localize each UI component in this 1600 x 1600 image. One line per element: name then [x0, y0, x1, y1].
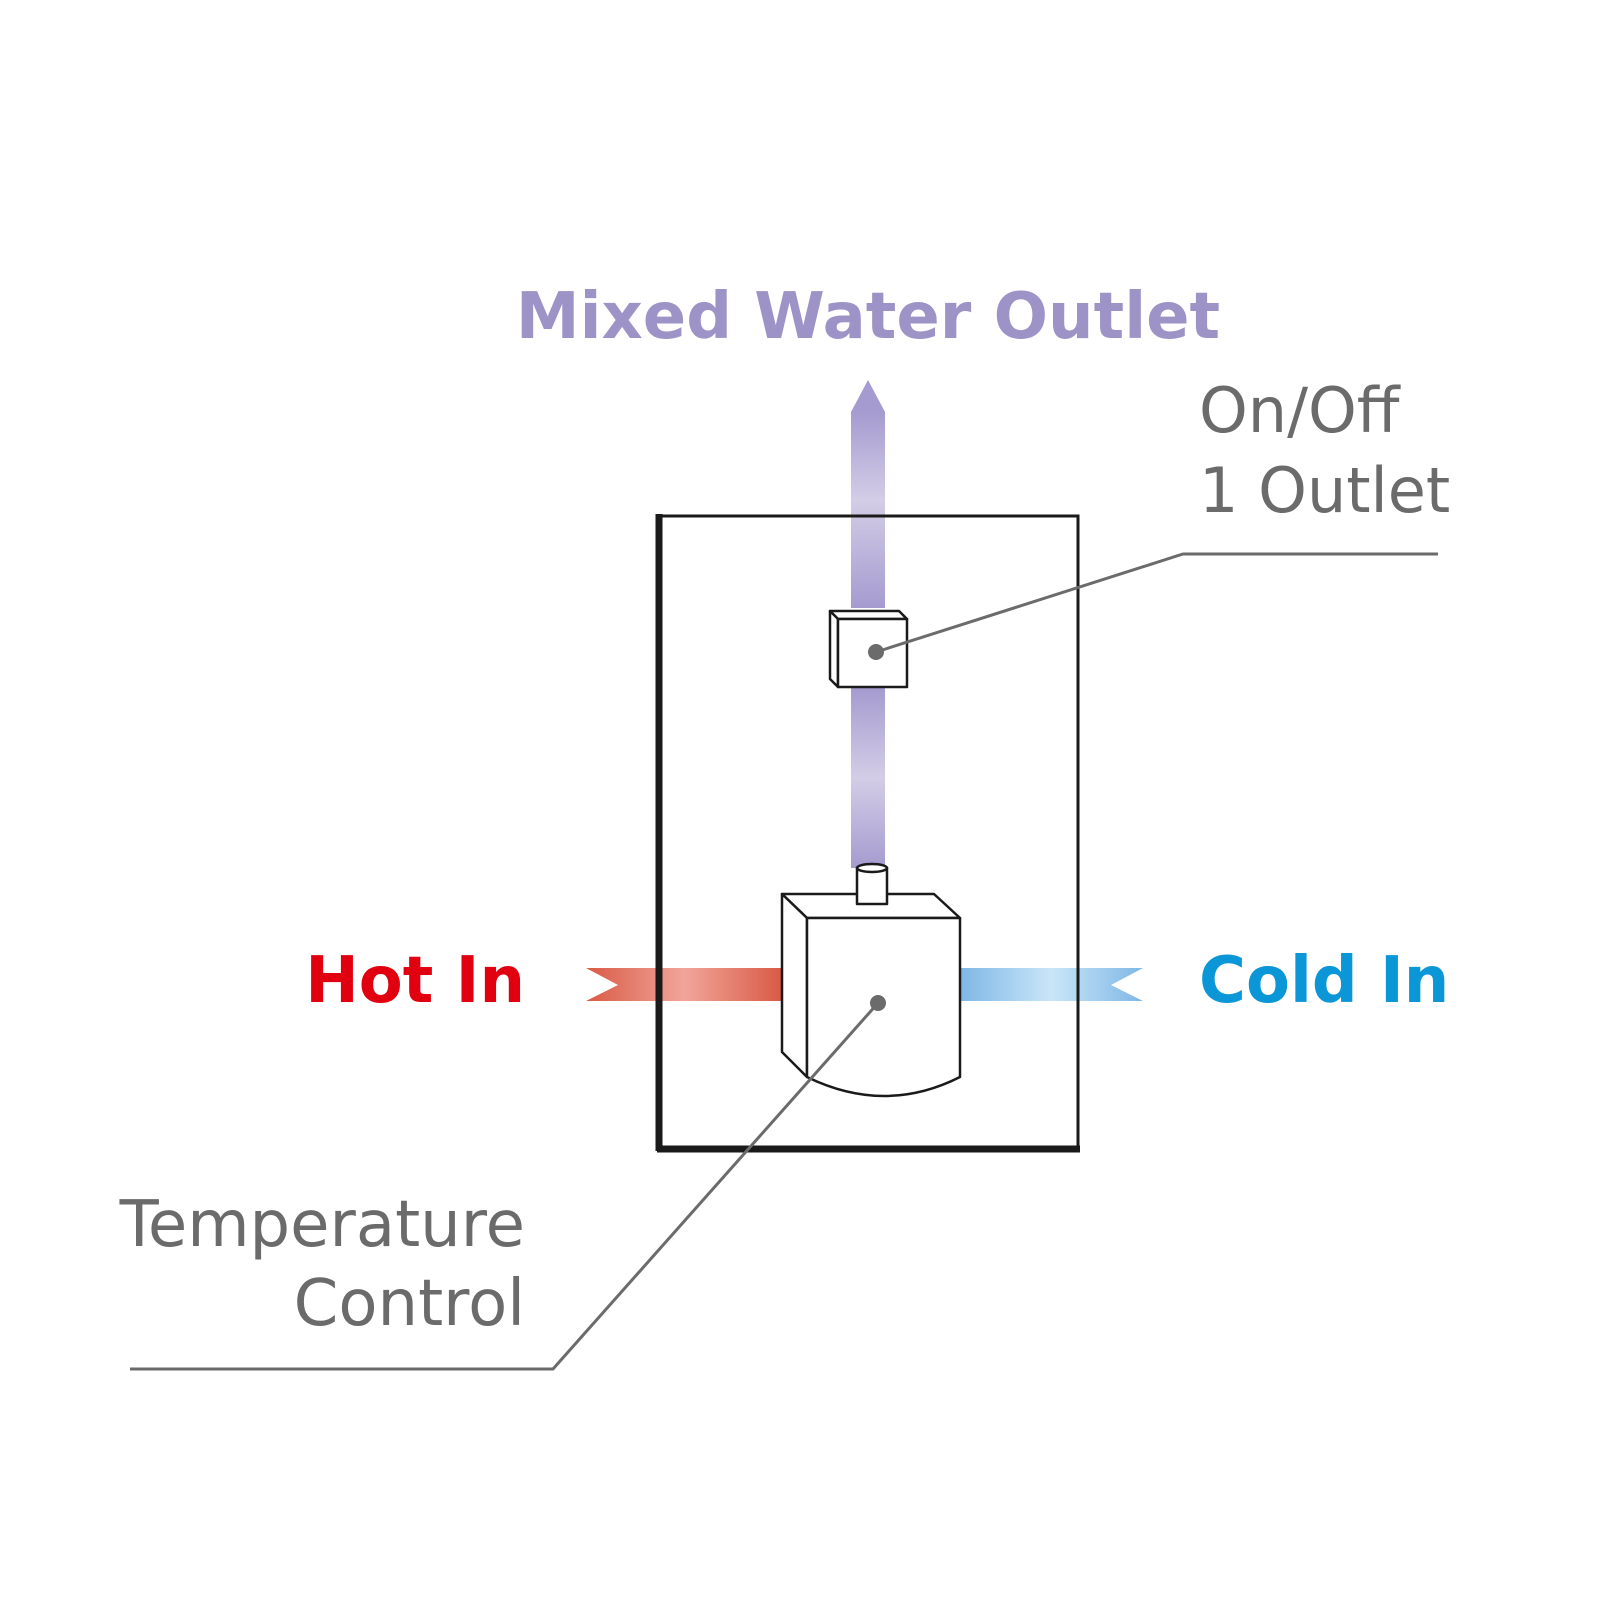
on-off-callout-leader [868, 552, 1438, 660]
on-off-label-line2: 1 Outlet [1199, 454, 1450, 527]
cold-inlet-arrow [960, 968, 1143, 1001]
on-off-label-line1: On/Off [1199, 374, 1401, 447]
temperature-label-line2: Control [294, 1267, 525, 1341]
cold-in-label: Cold In [1199, 944, 1449, 1018]
temperature-callout-leader [130, 995, 886, 1371]
cube-valve-icon [828, 609, 909, 689]
temperature-label-line1: Temperature [119, 1188, 525, 1262]
cartridge-icon [780, 862, 962, 1098]
hot-in-label: Hot In [305, 944, 525, 1018]
outlet-flow-arrow [851, 380, 885, 868]
outlet-label: Mixed Water Outlet [516, 280, 1220, 354]
hot-inlet-arrow [586, 968, 782, 1001]
